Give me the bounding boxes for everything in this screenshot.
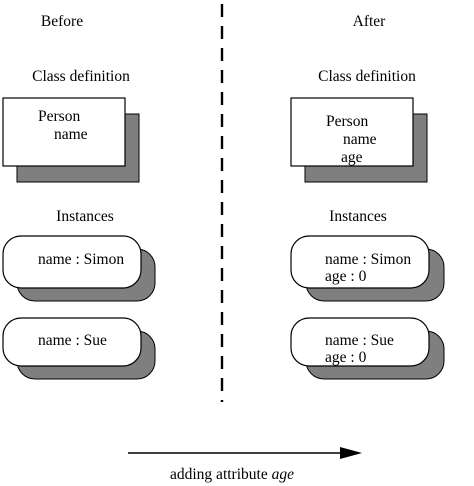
after-instance-sue-line1: name : Sue [325, 332, 394, 349]
after-class-attr-name: name [343, 131, 377, 148]
after-class-name: Person [326, 113, 368, 130]
arrow-caption-text: adding attribute [170, 466, 268, 483]
before-instance-simon: name : Simon [2, 235, 156, 302]
after-instance-simon-line1: name : Simon [325, 251, 411, 268]
after-instance-simon-rect [290, 235, 430, 289]
after-instance-sue-line2: age : 0 [325, 349, 367, 366]
before-class-rect [2, 97, 126, 167]
before-class-box: Person name [2, 97, 140, 183]
after-class-label: Class definition [318, 68, 416, 85]
after-instance-simon: name : Simon age : 0 [290, 235, 445, 302]
before-instance-sue-line1: name : Sue [38, 332, 107, 349]
after-instance-sue: name : Sue age : 0 [290, 317, 445, 380]
after-class-rect [290, 97, 414, 167]
after-heading: After [353, 13, 387, 30]
before-instance-simon-line1: name : Simon [38, 251, 124, 268]
before-instance-sue-rect [2, 317, 142, 367]
arrow-caption-emphasis: age [272, 466, 295, 483]
before-class-name: Person [38, 108, 80, 125]
after-class-box: Person name age [290, 97, 428, 183]
after-class-attr-age: age [341, 149, 363, 166]
after-instance-simon-line2: age : 0 [325, 268, 367, 285]
transition-arrow [128, 447, 362, 459]
before-instance-simon-rect [2, 235, 142, 289]
after-instance-sue-rect [290, 317, 430, 367]
arrow-caption: adding attribute age [170, 466, 294, 483]
before-instances-label: Instances [56, 208, 114, 225]
before-class-attr-name: name [54, 126, 88, 143]
before-heading: Before [41, 13, 83, 30]
after-instances-label: Instances [329, 208, 387, 225]
before-class-label: Class definition [32, 68, 130, 85]
before-instance-sue: name : Sue [2, 317, 156, 380]
arrow-head [340, 447, 362, 459]
